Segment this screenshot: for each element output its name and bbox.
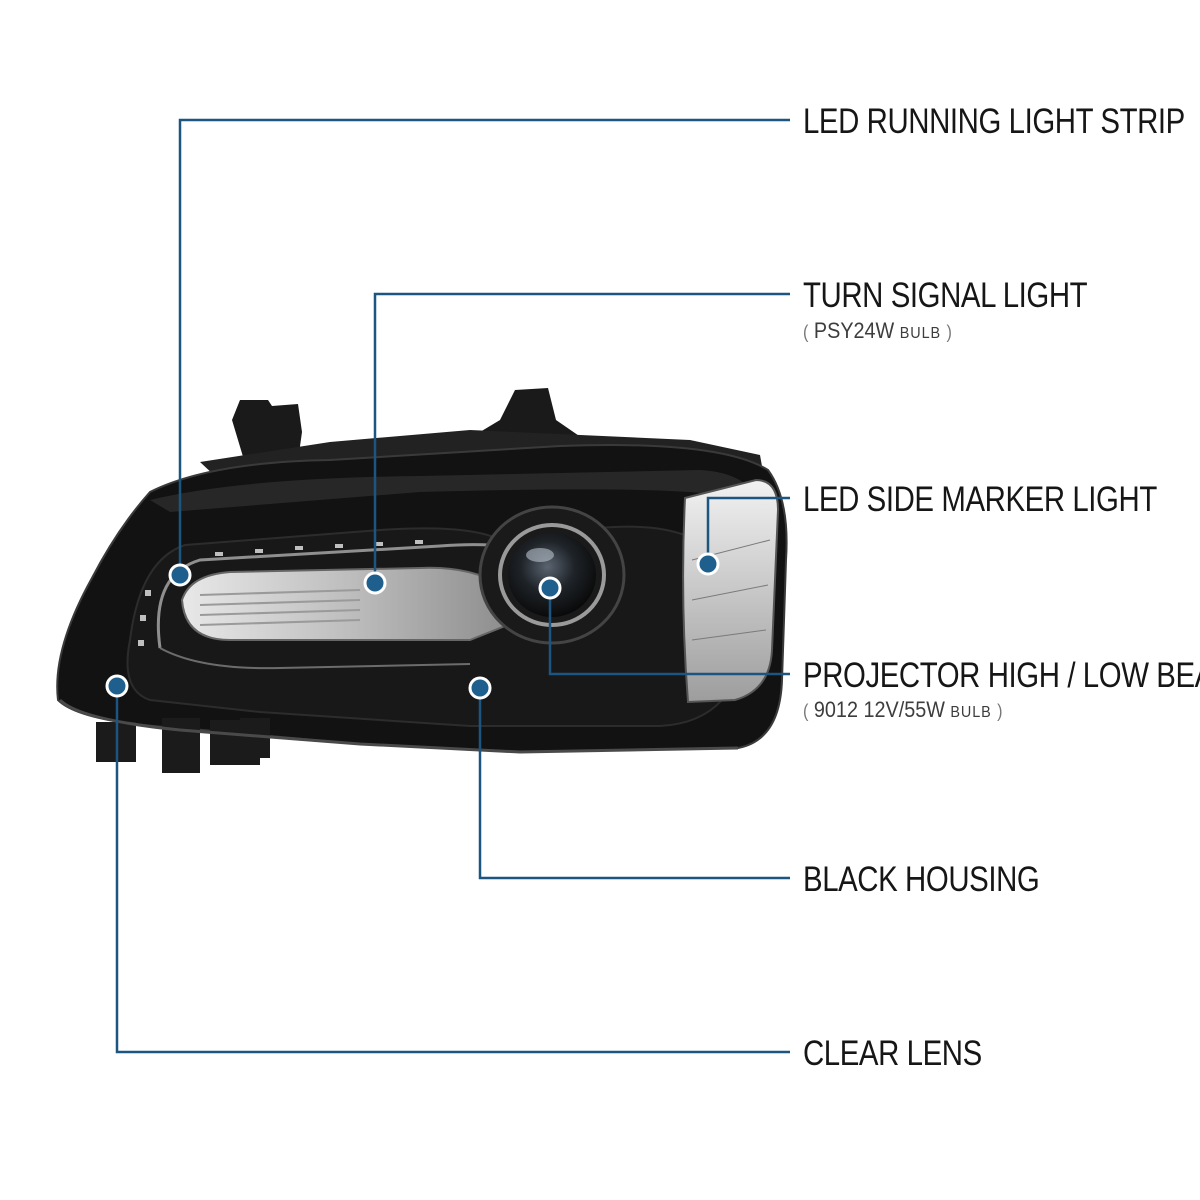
callout-dot-projector-high-low-beam xyxy=(538,576,562,600)
label-black-housing: BLACK HOUSING xyxy=(803,860,1040,899)
paren-close: ) xyxy=(997,701,1003,721)
callout-dot-led-running-light-strip xyxy=(168,563,192,587)
callout-line-projector-high-low-beam xyxy=(548,588,790,676)
side-marker-lens xyxy=(682,478,780,704)
label-led-side-marker-light: LED SIDE MARKER LIGHT xyxy=(803,480,1157,519)
led-strip-lower xyxy=(159,647,471,670)
callout-dot-black-housing xyxy=(468,676,492,700)
projector-ring xyxy=(498,523,606,627)
label-projector-high-low-beam: PROJECTOR HIGH / LOW BEAM xyxy=(803,656,1200,695)
callout-dots xyxy=(105,552,720,700)
paren-close: ) xyxy=(946,322,952,342)
bulb-type-value: 9012 12V/55W xyxy=(813,697,945,722)
callout-dot-led-side-marker-light xyxy=(696,552,720,576)
bulb-unit: BULB xyxy=(899,325,941,342)
callout-line-black-housing xyxy=(478,688,790,880)
headlight-assembly xyxy=(56,388,788,773)
callout-lines xyxy=(115,118,790,1054)
sublabel-turn-signal-bulb: ( PSY24W BULB ) xyxy=(803,320,952,342)
projector-highlight xyxy=(526,548,554,562)
bulb-unit: BULB xyxy=(950,704,992,721)
paren-open: ( xyxy=(803,322,809,342)
bottom-mounts xyxy=(96,718,270,773)
sublabel-projector-bulb: ( 9012 12V/55W BULB ) xyxy=(803,699,1003,721)
label-turn-signal-light: TURN SIGNAL LIGHT xyxy=(803,276,1088,315)
bulb-type-value: PSY24W xyxy=(813,318,895,343)
callout-line-led-running-light-strip xyxy=(178,118,790,575)
callout-line-clear-lens xyxy=(115,686,790,1054)
turn-signal-ribs xyxy=(199,589,361,626)
callout-line-led-side-marker-light xyxy=(706,496,790,564)
led-chip-row xyxy=(138,540,423,646)
callout-dot-turn-signal-light xyxy=(363,571,387,595)
callout-line-turn-signal-light xyxy=(373,292,790,583)
label-led-running-light-strip: LED RUNNING LIGHT STRIP xyxy=(803,102,1185,141)
projector-lens xyxy=(508,533,596,617)
callout-dot-clear-lens xyxy=(105,674,129,698)
label-clear-lens: CLEAR LENS xyxy=(803,1034,982,1073)
paren-open: ( xyxy=(803,701,809,721)
lens-gloss xyxy=(150,470,756,512)
